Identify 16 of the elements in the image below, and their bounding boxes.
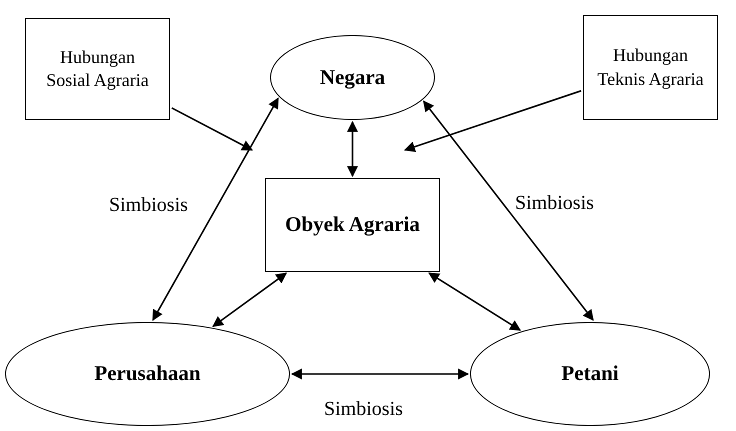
arrow [171, 107, 253, 151]
node-label: Obyek Agraria [285, 211, 420, 238]
node-label: Petani [561, 360, 619, 388]
node-label: Hubungan Sosial Agraria [45, 46, 150, 92]
concept-box [265, 178, 440, 272]
node-label: Negara [320, 64, 386, 91]
concept-box [583, 15, 718, 120]
arrow [152, 97, 279, 321]
arrow [290, 368, 470, 380]
arrow [404, 90, 582, 152]
concept-box [25, 18, 170, 120]
arrow [428, 272, 522, 331]
node-label: Hubungan Teknis Agraria [596, 44, 705, 91]
arrow [212, 272, 288, 327]
arrow [347, 120, 358, 178]
node-label: Perusahaan [94, 360, 201, 388]
